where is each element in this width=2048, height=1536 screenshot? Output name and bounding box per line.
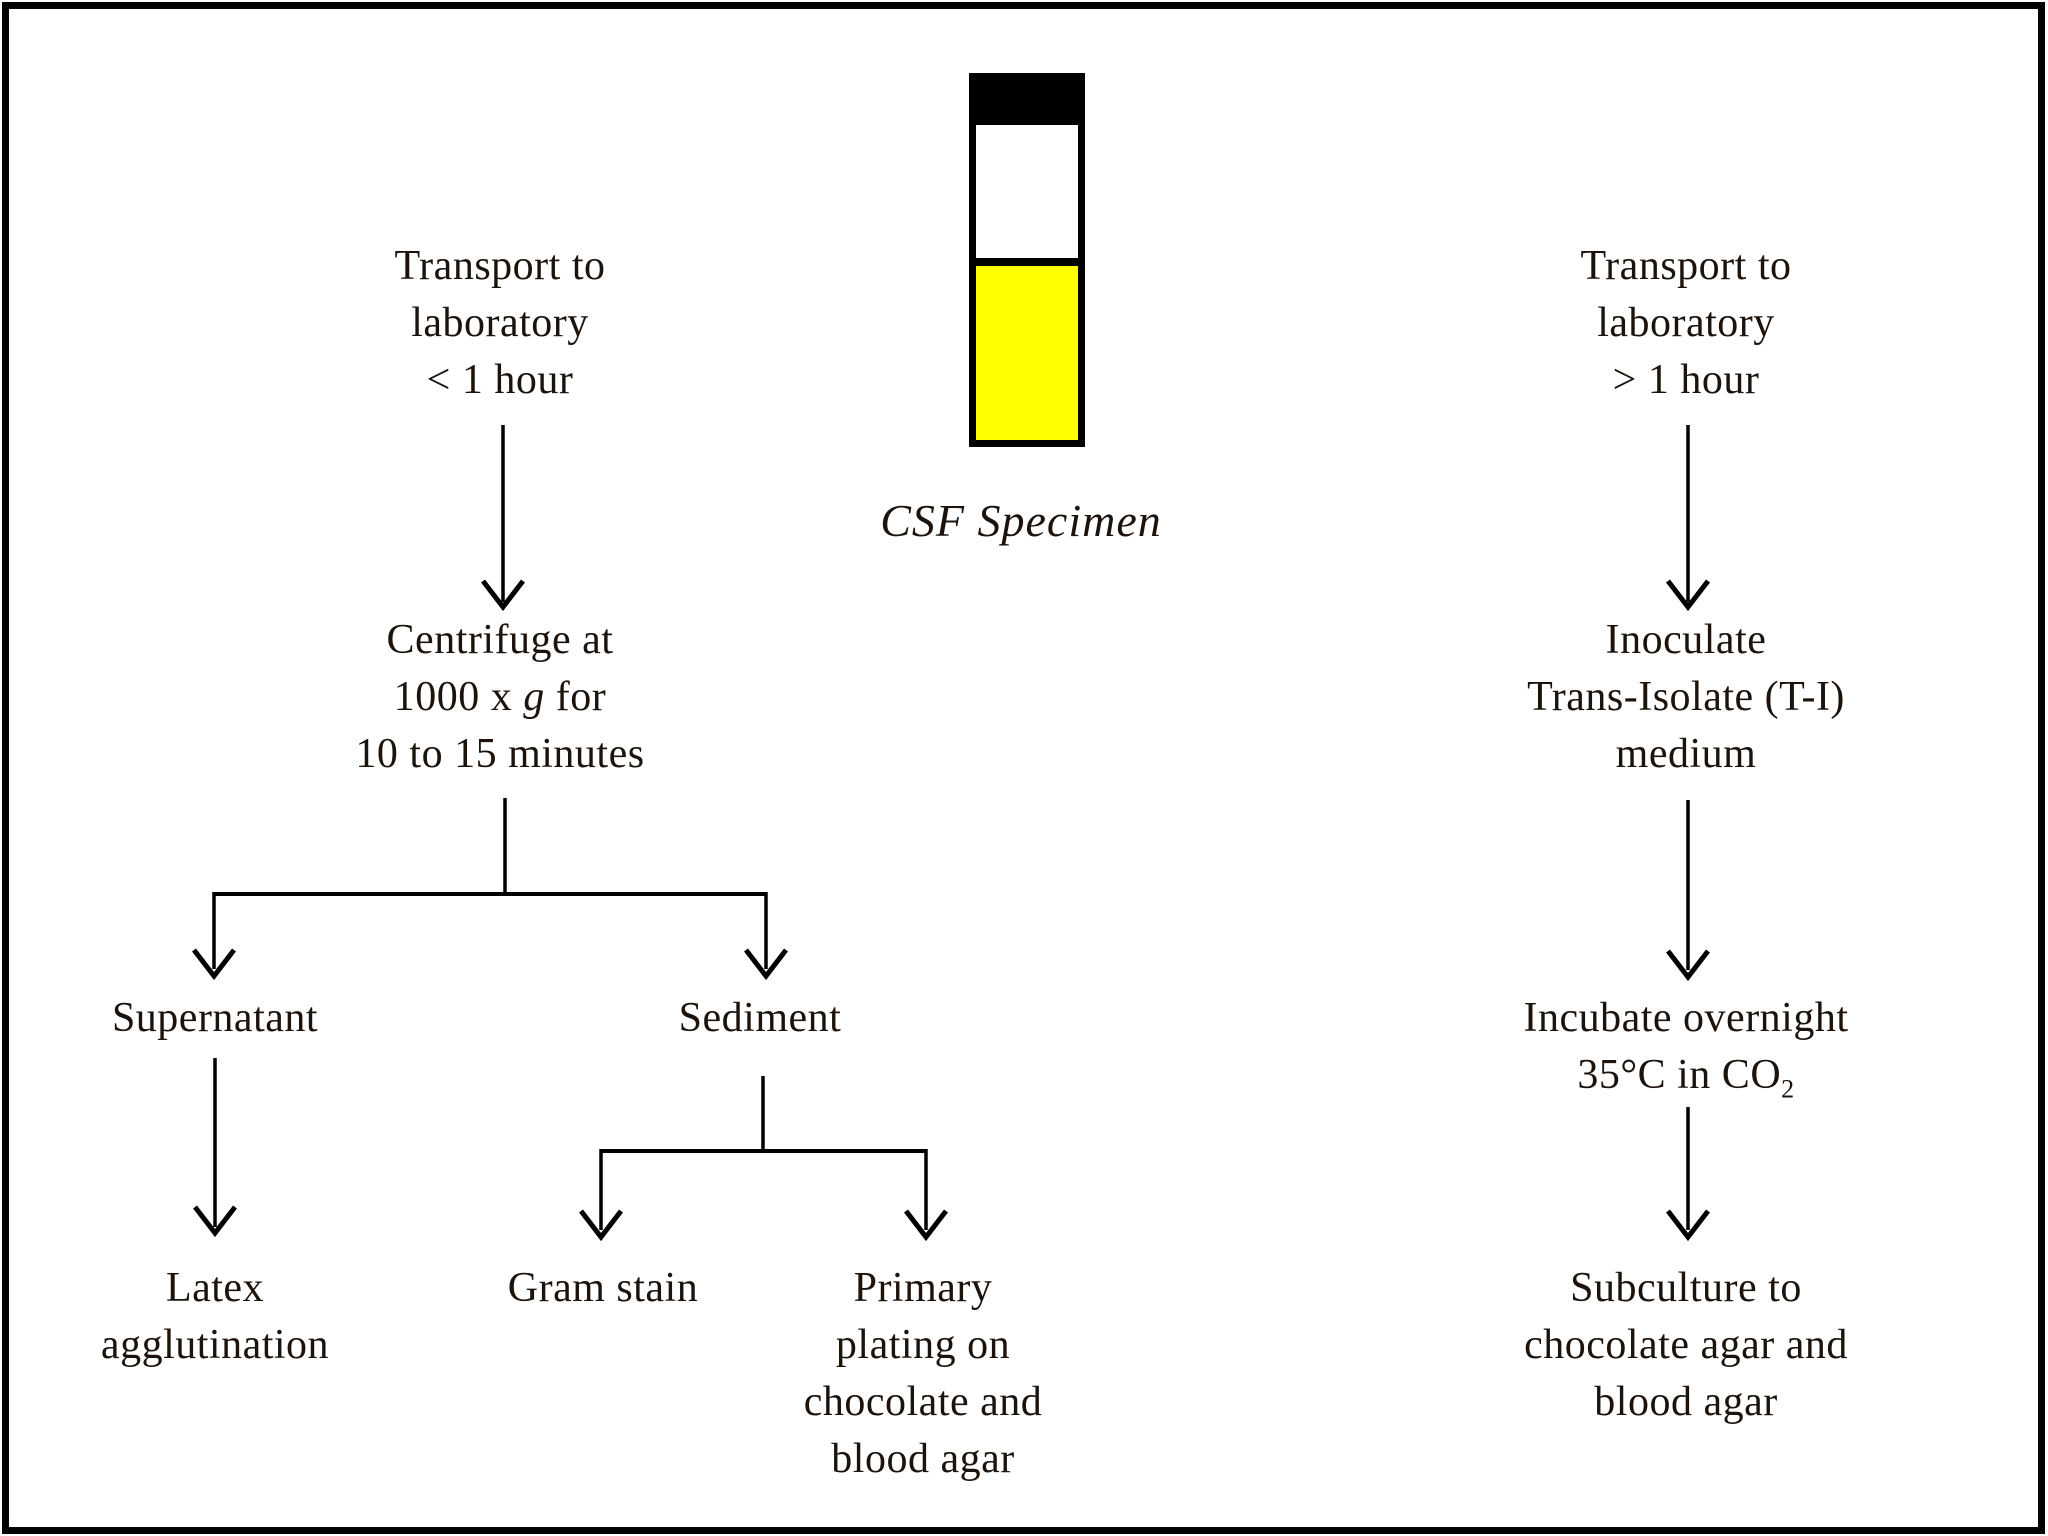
primary-plating-line: Primary [853, 1265, 993, 1311]
centrifuge-line: 10 to 15 minutes [355, 731, 645, 777]
node-primary-plating: Primary plating on chocolate and blood a… [804, 1260, 1043, 1488]
tube-yellow-fluid [976, 266, 1078, 440]
incubate-line: Incubate overnight [1523, 995, 1849, 1041]
centrifuge-line: 1000 x g for [355, 669, 644, 726]
transport-right-line: Transport to [1580, 243, 1792, 289]
gram-stain-label: Gram stain [507, 1265, 699, 1311]
tube-fluid-meniscus-line [976, 258, 1078, 266]
inoculate-line: medium [1615, 731, 1757, 777]
inoculate-line: Inoculate [1605, 617, 1767, 663]
transport-right-line: laboratory [1597, 300, 1775, 346]
centrifuge-line2-post: for [544, 674, 607, 720]
sediment-label: Sediment [678, 995, 842, 1041]
transport-right-line: > 1 hour [1612, 357, 1760, 403]
primary-plating-line: blood agar [831, 1436, 1015, 1482]
latex-line: agglutination [100, 1322, 330, 1368]
subculture-line: chocolate agar and [1524, 1322, 1848, 1368]
node-transport-right: Transport to laboratory > 1 hour [1581, 238, 1792, 409]
transport-left-line: < 1 hour [426, 357, 574, 403]
inoculate-line: Trans-Isolate (T-I) [1527, 674, 1845, 720]
centrifuge-g-italic: g [523, 674, 545, 720]
incubate-line2-pre: 35°C in CO [1577, 1052, 1782, 1098]
tube-empty-section [976, 125, 1078, 258]
node-gram-stain: Gram stain [508, 1260, 698, 1317]
arrow-inoculate-to-incubate [1666, 800, 1710, 982]
branch-sediment-to-gram-primary [579, 1076, 948, 1242]
latex-line: Latex [165, 1265, 265, 1311]
node-supernatant: Supernatant [112, 990, 318, 1047]
co2-subscript: 2 [1781, 1074, 1795, 1104]
arrow-right-transport-to-inoculate [1666, 425, 1710, 612]
centrifuge-line: Centrifuge at [386, 617, 614, 663]
csf-specimen-label: CSF Specimen [880, 495, 1162, 546]
node-inoculate: Inoculate Trans-Isolate (T-I) medium [1527, 612, 1845, 783]
transport-left-line: laboratory [411, 300, 589, 346]
node-latex-agglutination: Latex agglutination [101, 1260, 329, 1374]
primary-plating-line: chocolate and [803, 1379, 1043, 1425]
subculture-line: blood agar [1594, 1379, 1778, 1425]
node-subculture: Subculture to chocolate agar and blood a… [1524, 1260, 1848, 1431]
subculture-line: Subculture to [1570, 1265, 1802, 1311]
centrifuge-line2-pre: 1000 x [393, 674, 524, 720]
branch-centrifuge-to-supernatant-sediment [192, 798, 788, 981]
primary-plating-line: plating on [835, 1322, 1011, 1368]
arrow-incubate-to-subculture [1666, 1107, 1710, 1242]
node-incubate: Incubate overnight 35°C in CO2 [1523, 990, 1848, 1104]
transport-left-line: Transport to [394, 243, 606, 289]
specimen-tube-icon [969, 125, 1085, 447]
arrow-left-transport-to-centrifuge [481, 425, 525, 612]
supernatant-label: Supernatant [111, 995, 319, 1041]
node-centrifuge: Centrifuge at 1000 x g for 10 to 15 minu… [355, 612, 644, 783]
node-sediment: Sediment [679, 990, 842, 1047]
tube-cap-icon [969, 73, 1085, 125]
node-transport-left: Transport to laboratory < 1 hour [395, 238, 606, 409]
arrow-supernatant-to-latex [193, 1058, 237, 1238]
incubate-line: 35°C in CO2 [1523, 1047, 1848, 1104]
